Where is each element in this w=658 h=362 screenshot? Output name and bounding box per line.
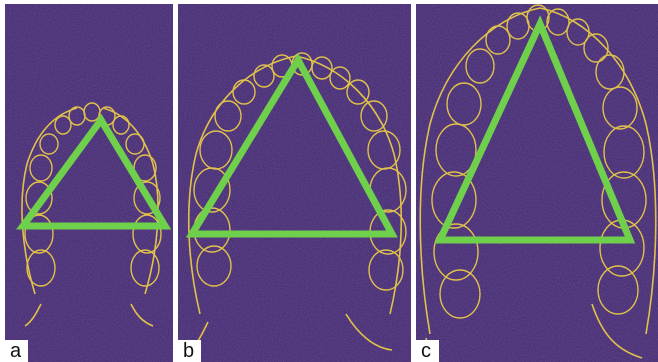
panel-label-a: a [5, 340, 28, 362]
dental-arch-illustration-a [5, 4, 173, 362]
panel-c: c [416, 4, 658, 362]
panel-label-c: c [416, 340, 439, 362]
panel-a: a [5, 4, 173, 362]
panel-label-b: b [178, 340, 201, 362]
dental-arch-illustration-b [178, 4, 411, 362]
panel-b: b [178, 4, 411, 362]
dental-arch-illustration-c [416, 4, 658, 362]
